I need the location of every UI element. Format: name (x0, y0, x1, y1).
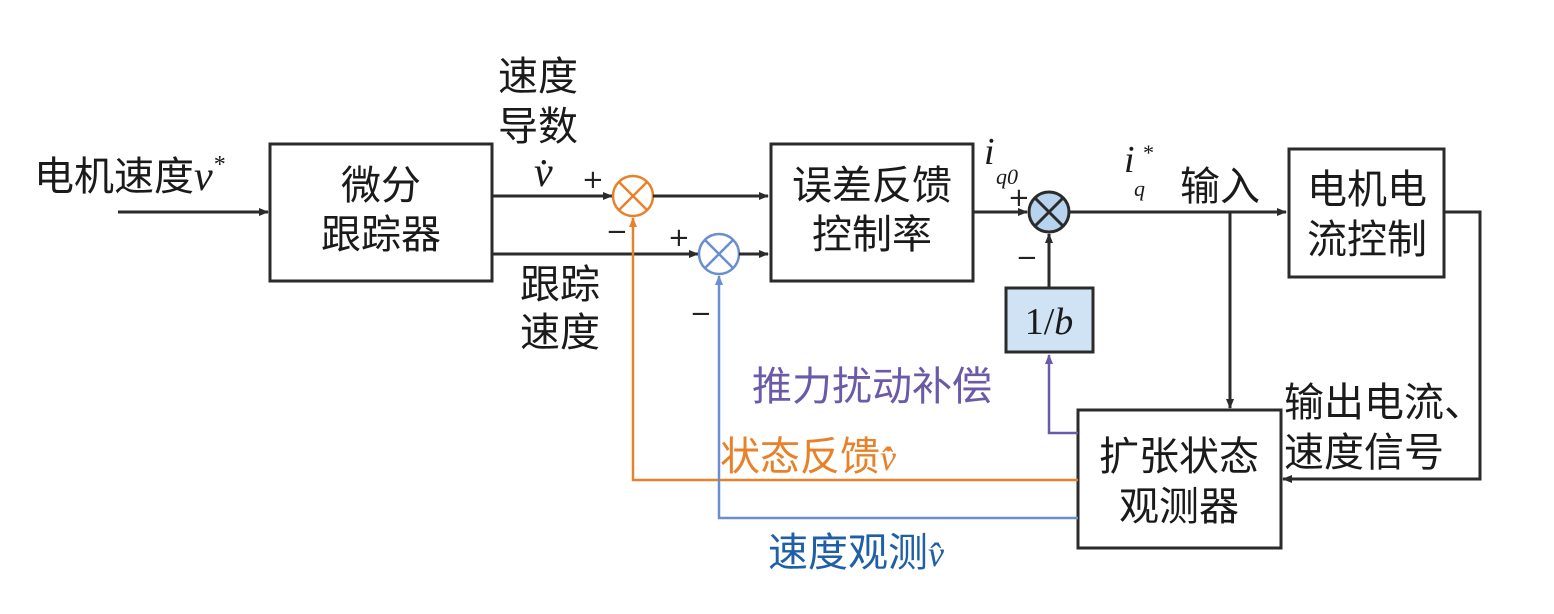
thrust-compensation-label: 推力扰动补偿 (752, 364, 992, 410)
eso-block: 扩张状态 观测器 (1076, 408, 1283, 550)
iq0-label: iq0 (984, 131, 1018, 189)
plus-sign-3: + (1008, 183, 1030, 213)
speed-derivative-label-1: 速度 (498, 54, 578, 100)
plus-sign-2: + (668, 223, 690, 253)
td-block: 微分 跟踪器 (268, 142, 494, 283)
speed-derivative-label-2: 导数 (498, 104, 578, 150)
eso-line2: 观测器 (1119, 484, 1239, 530)
sum-junction-derivative (611, 174, 655, 218)
state-feedback-line (629, 217, 1078, 482)
input-signal-label: 输入 (1180, 164, 1260, 210)
td-line1: 微分 (341, 163, 421, 209)
error-feedback-block: 误差反馈 控制率 (769, 142, 975, 283)
gain-block: 1/b (1004, 286, 1095, 354)
motor-line2: 流控制 (1307, 217, 1427, 263)
motor-current-block: 电机电 流控制 (1287, 147, 1446, 279)
motor-line1: 电机电 (1307, 167, 1427, 213)
plus-sign-1: + (582, 165, 604, 195)
sum-junction-tracking (697, 232, 741, 276)
minus-sign-3: − (1016, 243, 1038, 273)
iq-star-label: i*q (1124, 139, 1153, 201)
speed-derivative-symbol: v̇ (534, 150, 553, 196)
state-feedback-label: 状态反馈v̂̇ (720, 434, 896, 480)
speed-observation-label: 速度观测v̂ (768, 530, 944, 576)
output-feedback-line (1282, 210, 1482, 483)
fb-line1: 误差反馈 (792, 163, 952, 209)
output-label-1: 输出电流、 (1284, 380, 1484, 426)
tracking-speed-label-2: 速度 (520, 310, 600, 356)
minus-sign-2: − (690, 299, 712, 329)
output-label-2: 速度信号 (1284, 430, 1444, 476)
minus-sign-1: − (606, 217, 628, 247)
speed-observation-line (715, 275, 1078, 520)
sum-junction-compensation (1027, 190, 1071, 234)
svg-text:1/b: 1/b (1025, 301, 1074, 343)
tracking-speed-label-1: 跟踪 (520, 262, 600, 308)
td-line2: 跟踪器 (321, 212, 441, 258)
eso-line1: 扩张状态 (1099, 434, 1259, 480)
fb-line2: 控制率 (812, 212, 932, 258)
input-label: 电机速度v* (34, 152, 225, 200)
thrust-compensation-line (1045, 354, 1078, 435)
